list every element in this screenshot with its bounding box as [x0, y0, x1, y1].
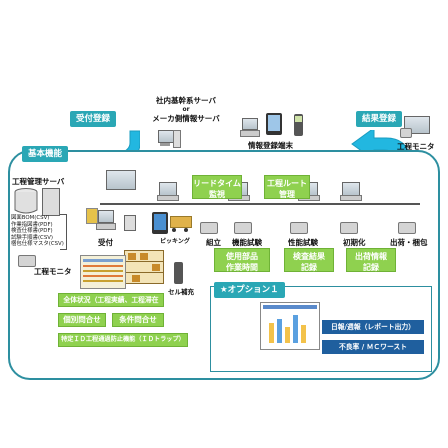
menu-tokutei[interactable]: 特定ＩＤ工程通過防止機能（ＩＤトラップ）	[58, 333, 188, 347]
pc-station-5	[106, 170, 136, 194]
leadtime-line2: 監視	[209, 190, 225, 199]
joho-touroku-tanmatsu-label: 情報登録端末	[248, 141, 293, 150]
server-line2: メーカ側情報サーバ	[152, 114, 220, 123]
route-box: 工程ルート 管理	[264, 175, 310, 199]
terminal-pc-icon	[240, 118, 260, 137]
handheld-icon	[294, 114, 303, 136]
koutei-monitor-left-label: 工程モニタ	[34, 267, 72, 276]
option-furyoritsu[interactable]: 不良率 / ＭＣワースト	[322, 340, 424, 354]
record-parts-line1: 使用部品	[226, 252, 258, 261]
station-shokika: 初期化	[343, 238, 366, 247]
menu-zentai[interactable]: 全体状況（工程実績、工程滞在率）	[58, 293, 164, 316]
uketsuke-touroku-tab: 受付登録	[70, 111, 117, 127]
scanner-shukka	[398, 222, 416, 234]
doc-item-0: 図面BOM(CSV)	[11, 215, 50, 221]
record-box-parts: 使用部品 作業時間	[214, 248, 270, 272]
doc-item-4: 梱包仕様マスタ(CSV)	[11, 241, 64, 248]
server-or: or	[182, 106, 190, 113]
picking-tablet-icon	[152, 212, 168, 234]
scanner-seinou	[290, 222, 308, 234]
parts-rack-icon	[124, 250, 164, 284]
pc-station-1	[157, 182, 179, 201]
doc-item-1: 作業指図書(PDF)	[11, 221, 53, 228]
cell-hoju-label: セル補充	[168, 288, 194, 296]
monitor-left-scanner	[18, 255, 36, 267]
server-icon	[158, 130, 181, 152]
database-icon	[14, 188, 38, 214]
scanner-shokika	[340, 222, 358, 234]
menu-jouken[interactable]: 条件問合せ	[112, 313, 164, 327]
route-line1: 工程ルート	[267, 179, 307, 188]
record-parts-line2: 作業時間	[226, 263, 258, 272]
cart-icon	[170, 216, 192, 234]
record-box-inspection: 検査結果 記録	[284, 248, 334, 272]
doc-list: 図面BOM(CSV) 作業指図書(PDF) 検査仕様書(PDF) 試験手順書(C…	[11, 215, 64, 248]
station-seinou-shiken: 性能試験	[288, 238, 318, 247]
koutei-kanri-server-label: 工程管理サーバ	[12, 177, 65, 186]
option-chart-screenshot	[260, 302, 320, 350]
record-inspection-line2: 記録	[301, 263, 317, 272]
record-inspection-line1: 検査結果	[293, 252, 325, 261]
doc-item-2: 検査仕様書(PDF)	[11, 228, 53, 235]
monitor-screenshot	[80, 255, 126, 289]
menu-kobetsu[interactable]: 個別問合せ	[58, 313, 106, 327]
pc-station-4	[340, 182, 362, 201]
tablet-icon	[266, 113, 282, 135]
option-nippou[interactable]: 日報/週報（レポート出力）	[322, 320, 424, 334]
option-title-tab: ★オプション１	[214, 282, 285, 298]
uketsuke-pc-icon	[86, 208, 116, 232]
top-server-label: 社内基幹系サーバ or メーカ側情報サーバ	[126, 95, 246, 124]
station-picking: ピッキング	[160, 238, 190, 245]
kihon-kinou-tab: 基本機能	[22, 146, 69, 162]
bus-line	[100, 203, 420, 205]
kekka-touroku-tab: 結果登録	[356, 111, 403, 127]
station-kinou-shiken: 機能試験	[232, 238, 262, 247]
monitor-top-icon	[400, 116, 430, 138]
station-kumitate: 組立	[206, 238, 221, 247]
station-shukka-konpo: 出荷・梱包	[390, 238, 428, 247]
cell-handheld-icon	[174, 262, 183, 284]
server-tower-icon	[42, 188, 60, 216]
koutei-monitor-top-label: 工程モニタ	[397, 142, 435, 151]
server-line1: 社内基幹系サーバ	[156, 96, 216, 105]
doc-item-3: 試験手順書(CSV)	[11, 234, 54, 241]
record-box-shipping: 出荷情報 記録	[346, 248, 396, 272]
leadtime-box: リードタイム 監視	[192, 175, 242, 199]
route-line2: 管理	[279, 190, 295, 199]
scanner-kumitate	[200, 222, 218, 234]
leadtime-line1: リードタイム	[193, 179, 241, 188]
station-uketsuke: 受付	[98, 238, 113, 247]
doc-bracket	[60, 214, 67, 250]
uketsuke-scanner-icon	[124, 215, 136, 231]
record-shipping-line1: 出荷情報	[355, 252, 387, 261]
scanner-kinou	[234, 222, 252, 234]
record-shipping-line2: 記録	[363, 263, 379, 272]
